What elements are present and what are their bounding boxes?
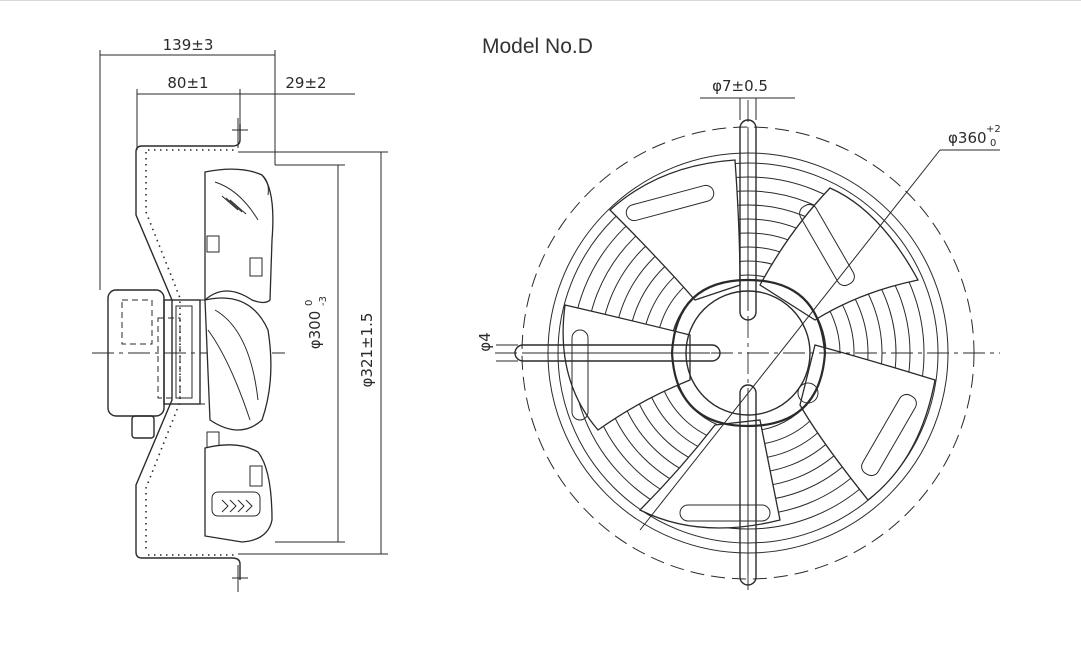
blade-4 <box>562 304 691 431</box>
side-view: 139±3 80±1 29±2 <box>92 36 388 592</box>
overall-depth-label: 139±3 <box>163 36 214 54</box>
motor-housing <box>107 289 205 439</box>
mount-circle-label: φ360 <box>948 129 987 147</box>
blade-2 <box>799 344 936 501</box>
front-blades <box>562 159 936 529</box>
blade-diameter-label: φ300 <box>306 311 324 350</box>
slot-width-label: φ4 <box>476 332 494 351</box>
mount-circle-sub: 0 <box>990 138 996 149</box>
dimension-blade-diameter: φ300 0 -3 <box>275 164 345 543</box>
blade-diameter-sup: 0 <box>304 300 315 306</box>
blade-lower <box>204 444 273 543</box>
front-view: φ7±0.5 φ360 +2 0 φ4 <box>476 77 1001 595</box>
dimension-hole-diameter: φ7±0.5 <box>700 77 795 120</box>
dimension-guard-depth: 29±2 <box>240 74 355 95</box>
mount-foot-bottom <box>232 565 248 592</box>
dimension-overall-depth: 139±3 <box>99 36 276 290</box>
dimension-mount-circle: φ360 +2 0 <box>948 124 1001 149</box>
top-divider <box>0 0 1081 1</box>
dimension-motor-depth: 80±1 <box>136 74 241 150</box>
mount-foot-top <box>232 118 248 148</box>
model-title: Model No.D <box>482 35 593 58</box>
blade-3 <box>638 419 781 529</box>
hole-diameter-label: φ7±0.5 <box>712 77 768 95</box>
dimension-slot-width: φ4 <box>476 332 518 362</box>
blade-diameter-sub: -3 <box>318 296 329 306</box>
motor-depth-label: 80±1 <box>167 74 208 92</box>
blade-5 <box>609 159 741 301</box>
guard-depth-label: 29±2 <box>285 74 326 92</box>
dimension-guard-diameter: φ321±1.5 <box>238 151 388 555</box>
blade-middle <box>204 297 272 449</box>
guard-diameter-label: φ321±1.5 <box>358 313 376 388</box>
blade-upper <box>204 168 274 304</box>
diameter-leader <box>639 149 941 531</box>
mount-circle-sup: +2 <box>986 124 1001 135</box>
